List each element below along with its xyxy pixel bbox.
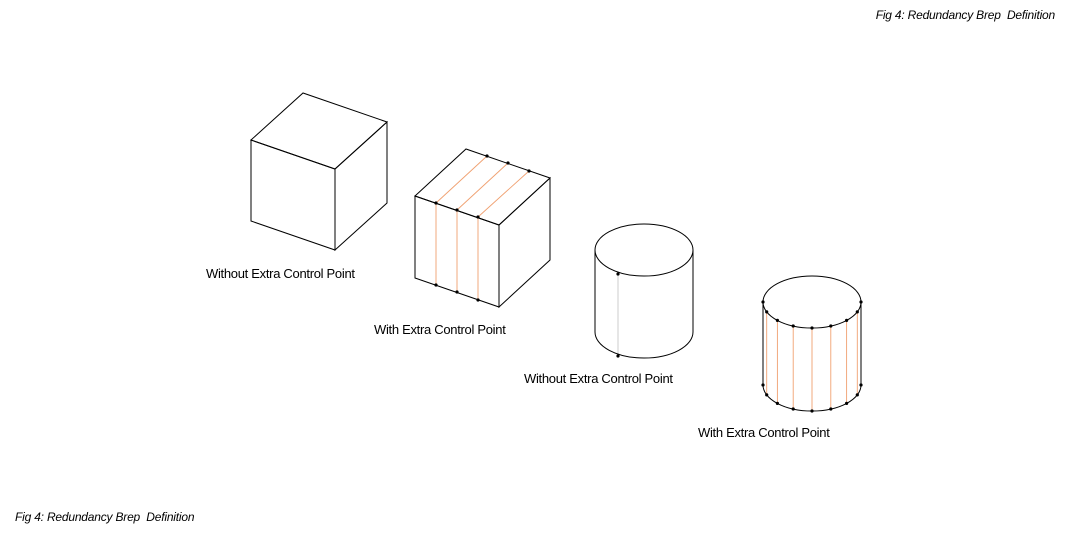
- control-point: [810, 409, 814, 413]
- control-point: [765, 393, 769, 397]
- control-point: [810, 326, 814, 330]
- control-point: [765, 310, 769, 314]
- control-point: [775, 318, 780, 322]
- cylinder2-control-points: [761, 300, 863, 413]
- control-point: [791, 407, 795, 411]
- control-point: [855, 310, 859, 314]
- control-point: [855, 393, 859, 397]
- control-point: [434, 283, 438, 287]
- control-point: [775, 401, 780, 405]
- cube1-right-face: [334, 120, 388, 252]
- control-point: [485, 154, 489, 158]
- control-point: [476, 298, 480, 302]
- cube2-top-control-line: [456, 162, 509, 211]
- cube2-top-control-line: [477, 170, 530, 218]
- cube-without-extra-control-point: [250, 92, 388, 252]
- cube2-right-face: [498, 176, 551, 309]
- control-point: [829, 324, 833, 328]
- control-point: [761, 383, 765, 387]
- figure-caption-top: Fig 4: Redundancy Brep Definition: [875, 8, 1056, 22]
- cube1-left-face: [250, 139, 336, 251]
- control-point: [845, 401, 849, 405]
- control-point: [455, 290, 459, 294]
- cube-with-extra-control-point: [414, 148, 551, 309]
- cylinder1-bottom-arc: [594, 331, 694, 359]
- cylinder-with-extra-control-point: [761, 275, 863, 413]
- cube2-control-points: [434, 154, 531, 302]
- cube2-extra-control-lines: [435, 155, 530, 300]
- control-point: [527, 169, 531, 173]
- control-point: [616, 272, 620, 276]
- control-point: [791, 324, 795, 328]
- cylinder2-extra-control-lines: [762, 302, 862, 411]
- control-point: [859, 383, 863, 387]
- control-point: [455, 208, 459, 212]
- cube2-label: With Extra Control Point: [374, 322, 506, 337]
- control-point: [845, 318, 849, 322]
- cube1-label: Without Extra Control Point: [206, 266, 355, 281]
- cylinder1-top-ellipse: [594, 223, 694, 277]
- control-point: [434, 201, 438, 205]
- cube2-top-control-line: [435, 155, 488, 204]
- figure-caption-bottom: Fig 4: Redundancy Brep Definition: [15, 510, 195, 524]
- control-point: [829, 407, 833, 411]
- cylinder-without-extra-control-point: [594, 223, 694, 359]
- control-point: [859, 300, 863, 304]
- control-point: [616, 354, 620, 358]
- control-point: [761, 300, 765, 304]
- cylinder1-label: Without Extra Control Point: [524, 371, 673, 386]
- cylinder2-label: With Extra Control Point: [698, 425, 830, 440]
- cube1-top-face: [250, 92, 388, 170]
- control-point: [476, 215, 480, 219]
- control-point: [506, 161, 510, 165]
